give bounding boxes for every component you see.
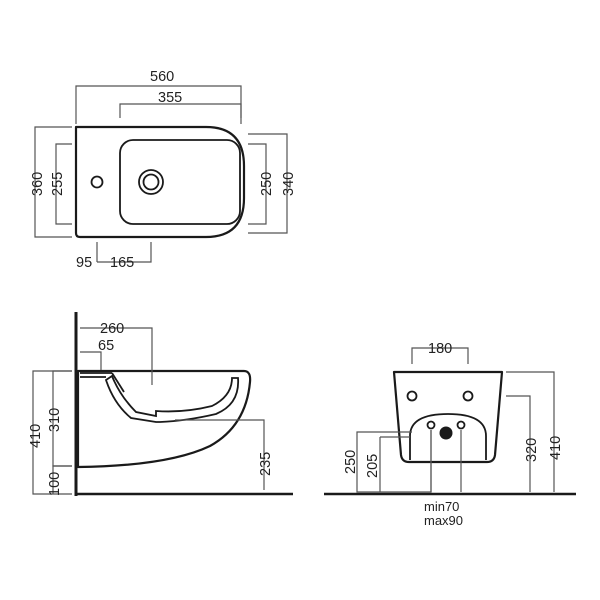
side-bowl-profile <box>104 374 239 423</box>
side-view: 260 65 410 310 100 235 <box>28 312 293 496</box>
dim-front-250-label: 250 <box>343 450 359 474</box>
front-fixing-left <box>406 390 418 402</box>
gap-min-label: min70 <box>424 499 459 514</box>
front-inlet-left <box>426 420 436 430</box>
dim-front-410-line <box>506 371 555 492</box>
top-bowl <box>119 139 241 225</box>
dim-165-line <box>97 242 152 263</box>
dim-180-line <box>411 347 469 364</box>
dim-250-line <box>248 143 267 225</box>
front-trap <box>409 413 487 460</box>
dim-65-line <box>80 351 102 370</box>
dim-320-label: 320 <box>524 438 540 462</box>
dim-100-line <box>52 465 72 494</box>
dim-355-label: 355 <box>158 90 182 106</box>
dim-260-label: 260 <box>100 321 124 337</box>
dim-95-label: 95 <box>76 255 92 271</box>
top-view: 560 355 360 255 250 340 95 165 <box>30 69 297 271</box>
side-body <box>76 369 252 469</box>
dim-310-label: 310 <box>47 408 63 432</box>
dim-250-label: 250 <box>259 172 275 196</box>
dim-100-label: 100 <box>47 472 63 496</box>
top-drain-inner <box>142 173 160 191</box>
front-waste-outlet <box>439 426 453 440</box>
top-drain-outer <box>138 169 164 195</box>
gap-max-label: max90 <box>424 513 463 528</box>
dim-260-line <box>80 327 153 385</box>
dim-340-line <box>248 133 288 234</box>
side-tap <box>111 372 125 393</box>
dim-front-410-label: 410 <box>548 436 564 460</box>
dim-255-label: 255 <box>50 172 66 196</box>
dim-front-205-label: 205 <box>365 454 381 478</box>
dim-360-line <box>34 126 72 238</box>
top-outline <box>74 125 246 239</box>
dim-320-line <box>506 395 531 492</box>
dim-235-line <box>175 419 265 490</box>
dim-355-line <box>119 103 242 118</box>
dim-410-label: 410 <box>28 424 44 448</box>
dim-360-label: 360 <box>30 172 46 196</box>
front-body <box>392 370 504 464</box>
front-inlet-right <box>456 420 466 430</box>
dim-235-label: 235 <box>258 452 274 476</box>
dim-165-label: 165 <box>110 255 134 271</box>
top-tap-hole <box>90 175 104 189</box>
dim-65-label: 65 <box>98 338 114 354</box>
dim-340-label: 340 <box>281 172 297 196</box>
dim-560-label: 560 <box>150 69 174 85</box>
dim-180-label: 180 <box>428 341 452 357</box>
dim-255-line <box>55 143 72 225</box>
front-fixing-right <box>462 390 474 402</box>
front-view: 180 250 205 320 410 min70 max90 <box>324 341 576 528</box>
